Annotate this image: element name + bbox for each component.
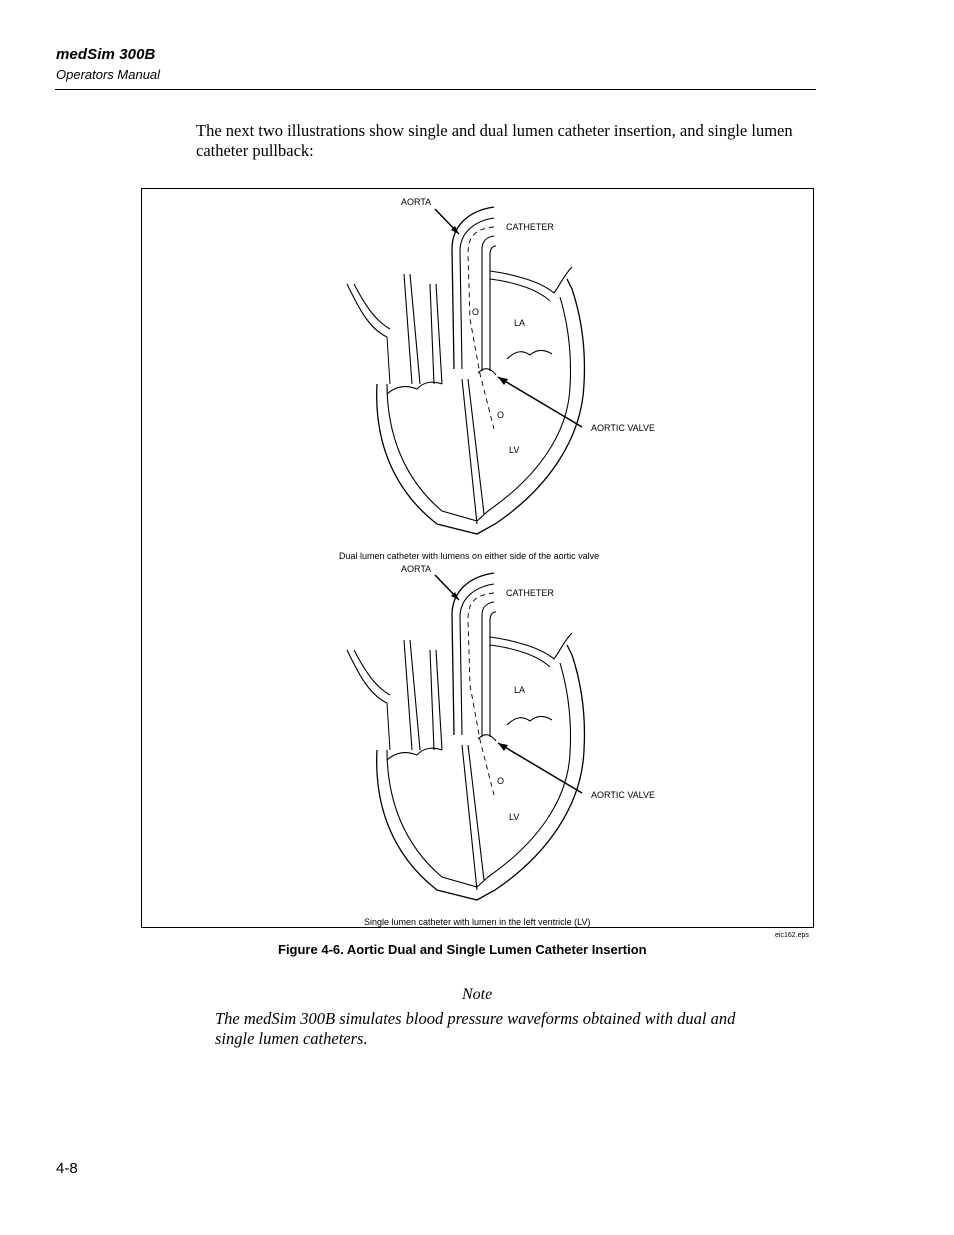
aortic-valve-pointer-top [497, 376, 583, 428]
la-label-bottom: LA [514, 685, 526, 695]
document-subtitle: Operators Manual [56, 67, 161, 82]
heart-diagram-bottom [346, 572, 586, 901]
figure-caption: Figure 4-6. Aortic Dual and Single Lumen… [278, 942, 647, 957]
aorta-label-top: AORTA [401, 197, 432, 207]
lumen-marker-top-2: O [497, 410, 505, 420]
top-diagram-caption: Dual lumen catheter with lumens on eithe… [339, 551, 600, 561]
lv-label-bottom: LV [509, 812, 520, 822]
heart-diagram-top [346, 206, 586, 535]
lv-label-top: LV [509, 445, 520, 455]
aortic-valve-label-top: AORTIC VALVE [591, 423, 656, 433]
bottom-diagram-caption: Single lumen catheter with lumen in the … [364, 917, 591, 927]
aortic-valve-label-bottom: AORTIC VALVE [591, 790, 656, 800]
intro-paragraph: The next two illustrations show single a… [196, 121, 793, 160]
lumen-marker-bottom: O [497, 776, 505, 786]
header-divider [55, 89, 816, 90]
figure-frame: AORTA CATHETER O LA O AORTIC VALVE LV Du… [141, 188, 814, 928]
lumen-marker-top-1: O [472, 307, 480, 317]
page-number: 4-8 [56, 1160, 78, 1177]
heart-diagrams-svg [346, 206, 586, 901]
note-heading: Note [462, 986, 493, 1003]
note-body: The medSim 300B simulates blood pressure… [215, 1009, 736, 1048]
aorta-label-bottom: AORTA [401, 564, 432, 574]
catheter-label-top: CATHETER [506, 222, 554, 232]
catheter-label-bottom: CATHETER [506, 588, 554, 598]
figure-source-filename: eic162.eps [775, 932, 809, 939]
document-title: medSim 300B [56, 46, 156, 63]
aortic-valve-pointer-bottom [497, 742, 583, 794]
la-label-top: LA [514, 318, 526, 328]
